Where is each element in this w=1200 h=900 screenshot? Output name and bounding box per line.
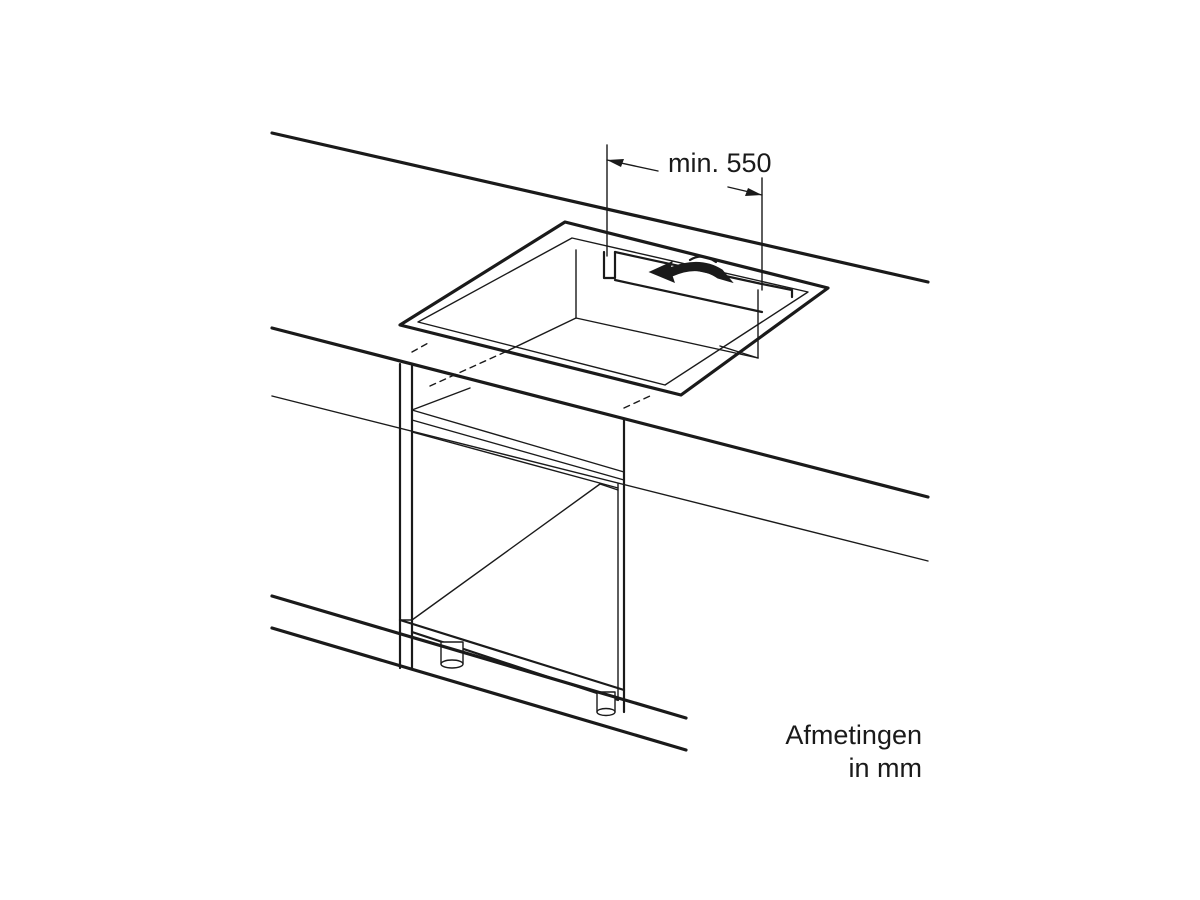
cutout-outer-rim (398, 220, 830, 397)
ventilation-slot-bottom (613, 278, 764, 314)
cutout-inner-rim (417, 237, 809, 386)
units-note-line2: in mm (849, 753, 923, 783)
plinth (270, 594, 688, 752)
dimension-indicator: min. 550 (606, 144, 772, 291)
dimension-arrow-right-icon (745, 188, 762, 196)
dimension-label: min. 550 (668, 148, 772, 178)
plinth-bottom-edge (270, 626, 688, 752)
airflow-arrow-icon (648, 255, 734, 284)
base-cabinet (398, 362, 626, 717)
plinth-top-edge (270, 594, 688, 720)
worktop-front-bottom-edge (271, 395, 929, 562)
ventilation-slot (602, 250, 617, 280)
worktop-front-top-edge (270, 326, 930, 499)
worktop-cutout (398, 220, 830, 397)
ventilation-slot-right (760, 282, 794, 299)
dimension-arrow-left-icon (607, 159, 624, 167)
units-note: Afmetingen in mm (785, 720, 922, 783)
cutout-floor-right (719, 345, 759, 359)
units-note-line1: Afmetingen (785, 720, 922, 750)
worktop-back-edge (270, 131, 930, 284)
worktop (270, 131, 930, 562)
cutout-back-wall-bottom (575, 317, 759, 359)
cutout-floor-front (504, 317, 577, 353)
projection-lines (411, 341, 651, 409)
